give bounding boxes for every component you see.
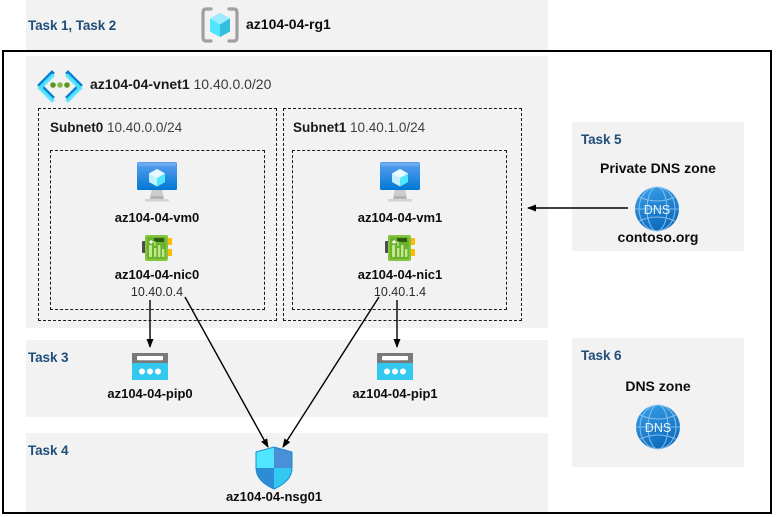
nsg01-label: az104-04-nsg01: [225, 489, 323, 504]
nic0-label: az104-04-nic0: [114, 267, 200, 282]
task3-panel: [26, 340, 548, 417]
subnet1-box: [283, 108, 522, 321]
nic1-label: az104-04-nic1: [357, 267, 443, 282]
vnet-panel: [26, 56, 548, 328]
subnet0-box: [38, 108, 277, 321]
nic1-ip: 10.40.1.4: [373, 285, 427, 299]
subnet0-title: Subnet0 10.40.0.0/24: [50, 120, 182, 135]
public-ip-address-icon: [130, 351, 170, 383]
virtual-machine-icon: [133, 158, 181, 206]
pip1-label: az104-04-pip1: [352, 386, 438, 401]
resource-group-name: az104-04-rg1: [246, 16, 331, 32]
pip0-label: az104-04-pip0: [107, 386, 193, 401]
task6-heading: DNS zone: [625, 378, 691, 394]
task6-label: Task 6: [581, 348, 622, 363]
virtual-network-icon: [36, 70, 84, 103]
subnet1-name: Subnet1: [293, 120, 347, 135]
vnet-name: az104-04-vnet1: [90, 76, 190, 92]
task4-label: Task 4: [28, 443, 69, 458]
resource-group-icon: [200, 6, 240, 44]
nic0-ip: 10.40.0.4: [130, 285, 184, 299]
network-interface-icon: [384, 232, 416, 264]
task1-2-panel: [26, 0, 548, 50]
subnet0-name: Subnet0: [50, 120, 104, 135]
dns-icon-text: DNS: [645, 421, 671, 435]
subnet0-inner-box: [50, 150, 265, 310]
public-ip-address-icon: [375, 351, 415, 383]
subnet1-inner-box: [292, 150, 507, 310]
vm1-label: az104-04-vm1: [357, 210, 443, 225]
vnet-title: az104-04-vnet1 10.40.0.0/20: [90, 76, 271, 92]
subnet1-title: Subnet1 10.40.1.0/24: [293, 120, 425, 135]
subnet1-cidr: 10.40.1.0/24: [350, 120, 426, 135]
virtual-machine-icon: [376, 158, 424, 206]
task3-label: Task 3: [28, 350, 69, 365]
task5-heading: Private DNS zone: [600, 160, 716, 176]
dns-zone-icon: DNS: [632, 184, 682, 234]
subnet0-cidr: 10.40.0.0/24: [107, 120, 183, 135]
task5-zone-name: contoso.org: [617, 229, 699, 245]
task1-2-label: Task 1, Task 2: [28, 18, 117, 33]
vnet-cidr: 10.40.0.0/20: [193, 76, 272, 92]
dns-icon-text: DNS: [644, 203, 670, 217]
vm0-label: az104-04-vm0: [114, 210, 200, 225]
task5-label: Task 5: [581, 132, 622, 147]
network-security-group-icon: [252, 446, 296, 490]
dns-zone-icon: DNS: [633, 402, 683, 452]
network-interface-icon: [141, 232, 173, 264]
